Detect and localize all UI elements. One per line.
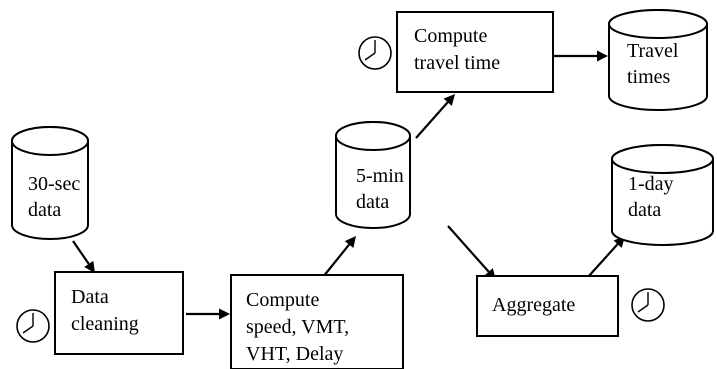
arrow-min5-to-aggregate — [447, 225, 496, 280]
clock-icon — [631, 288, 665, 322]
node-label-line: data — [28, 199, 61, 221]
process-compute-metrics: Compute speed, VMT, VHT, Delay — [230, 274, 404, 369]
arrow-compute-metrics-to-min5 — [322, 236, 356, 278]
node-label-line: data — [628, 199, 661, 221]
process-box — [476, 275, 619, 337]
arrow-head — [443, 94, 455, 106]
node-label-line: travel time — [414, 52, 500, 74]
node-label-line: data — [356, 191, 389, 213]
node-label-line: Travel — [627, 40, 679, 62]
node-label-line: times — [627, 66, 671, 88]
node-label-line: 1-day — [628, 173, 674, 195]
clock-icon — [16, 309, 50, 343]
node-label-line: VHT, Delay — [246, 343, 343, 365]
arrow-shaft — [587, 243, 619, 278]
arrow-clean-to-compute-metrics — [186, 308, 230, 320]
data-store-min5: 5-min data — [335, 121, 411, 229]
cylinder-top — [335, 121, 411, 151]
arrow-shaft — [415, 101, 449, 139]
arrow-min5-to-travel-compute — [415, 94, 455, 139]
cylinder-top — [608, 9, 708, 39]
arrow-head — [219, 308, 230, 320]
arrow-aggregate-to-day1 — [587, 236, 625, 278]
node-label-line: Compute — [246, 289, 319, 311]
data-store-day1: 1-day data — [611, 144, 714, 246]
arrow-head — [84, 260, 95, 273]
node-label-line: Aggregate — [492, 294, 575, 316]
arrow-head — [344, 236, 356, 249]
node-label-line: speed, VMT, — [246, 316, 349, 338]
arrow-shaft — [447, 225, 490, 273]
clock-icon — [358, 36, 392, 70]
arrow-travel-compute-to-travel-times — [554, 50, 608, 62]
data-store-travel-times: Travel times — [608, 9, 708, 111]
process-clean: Data cleaning — [16, 271, 184, 355]
cylinder-top — [611, 144, 714, 174]
process-box — [396, 11, 554, 93]
process-box — [54, 271, 184, 355]
process-aggregate: Aggregate — [476, 275, 665, 337]
arrow-head — [597, 50, 608, 62]
arrow-shaft — [72, 240, 90, 265]
node-label-line: cleaning — [71, 313, 139, 335]
node-label-line: 30-sec — [28, 173, 80, 195]
arrow-shaft — [322, 243, 350, 278]
node-label-line: 5-min — [356, 165, 404, 187]
process-travel-compute: Compute travel time — [358, 11, 554, 93]
node-label-line: Data — [71, 286, 109, 308]
arrow-sec30-to-clean — [72, 240, 95, 273]
data-store-sec30: 30-sec data — [11, 126, 89, 240]
cylinder-top — [11, 126, 89, 156]
node-label-line: Compute — [414, 25, 487, 47]
process-box — [230, 274, 404, 369]
